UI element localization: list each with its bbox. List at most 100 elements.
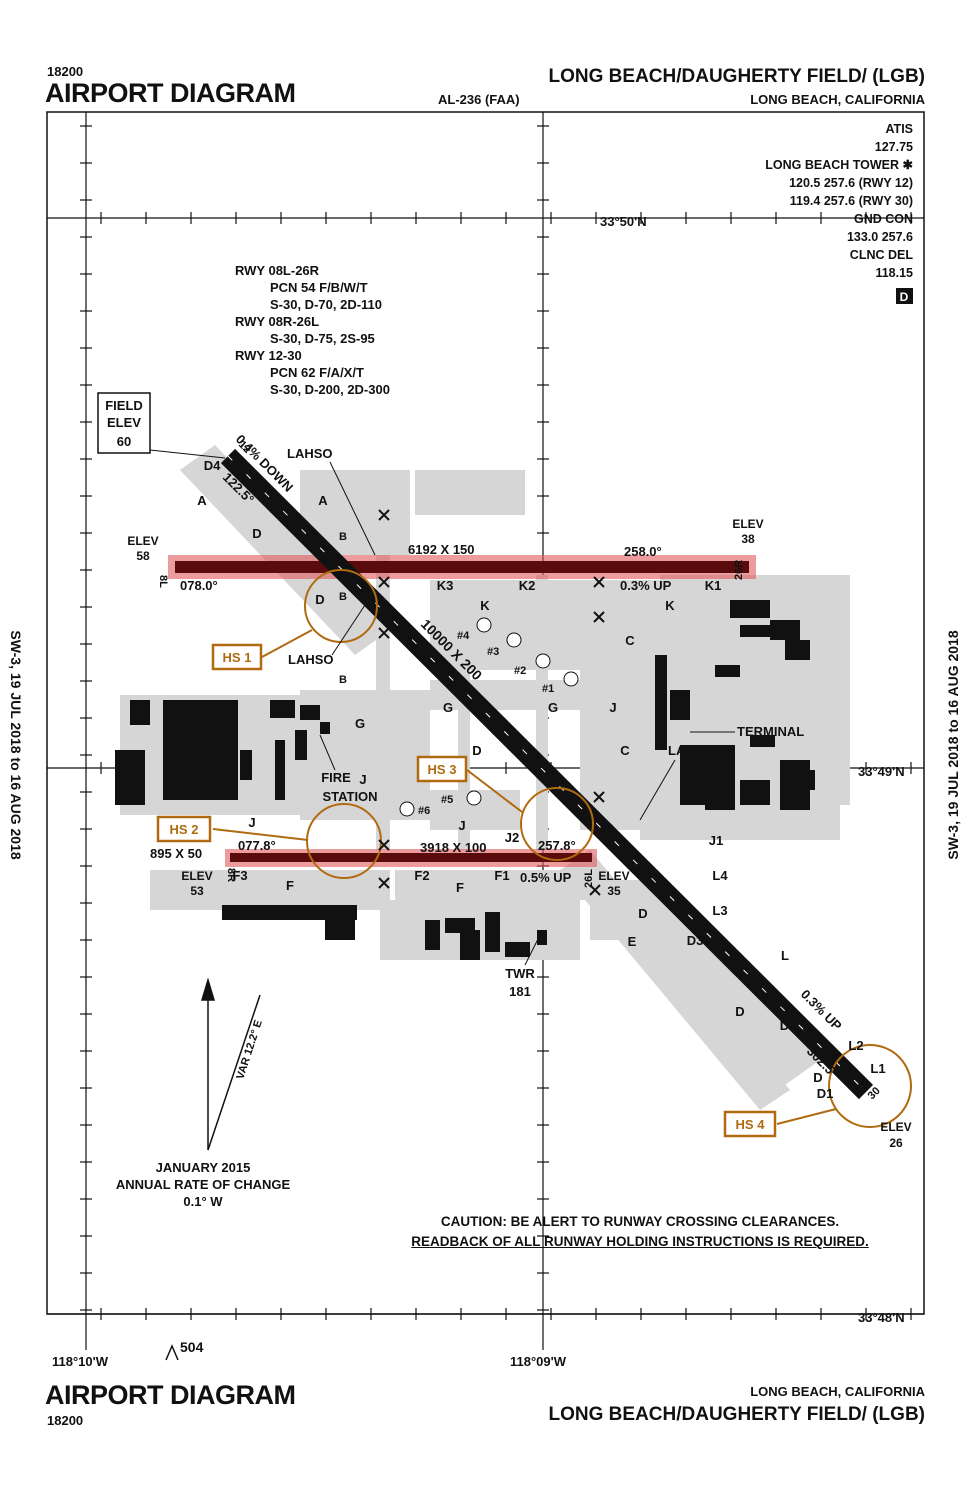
fire-station-2: STATION <box>322 789 377 804</box>
lon-left: 118°10'W <box>52 1354 109 1369</box>
svg-text:#4: #4 <box>457 630 470 642</box>
city-top: LONG BEACH, CALIFORNIA <box>750 92 925 107</box>
svg-text:D4: D4 <box>204 458 221 473</box>
runway-12-30[interactable] <box>220 448 874 1100</box>
svg-text:ANNUAL RATE OF CHANGE: ANNUAL RATE OF CHANGE <box>116 1177 291 1192</box>
lahso-north: LAHSO <box>287 446 333 461</box>
helipads: #1 #2 #3 #4 #5 #6 <box>399 617 579 817</box>
svg-text:D2: D2 <box>780 1018 797 1033</box>
svg-text:L3: L3 <box>712 903 727 918</box>
svg-text:26: 26 <box>889 1136 903 1150</box>
svg-text:K: K <box>665 598 675 613</box>
svg-text:53: 53 <box>190 884 204 898</box>
svg-text:#2: #2 <box>514 665 526 677</box>
tower-height: 181 <box>509 984 531 999</box>
svg-text:K3: K3 <box>437 578 454 593</box>
rwy-26r-hdg-e: 258.0° <box>624 544 662 559</box>
lahso-hs1: LAHSO <box>288 652 334 667</box>
svg-text:K1: K1 <box>705 578 722 593</box>
svg-text:F1: F1 <box>494 868 509 883</box>
magnetic-variation[interactable] <box>200 977 261 1151</box>
lat-mid: 33°49'N <box>858 764 905 779</box>
hot-spot-3-label[interactable]: HS 3 <box>428 762 457 777</box>
buildings <box>115 600 815 960</box>
freq-tower-30: 119.4 257.6 (RWY 30) <box>789 194 913 208</box>
svg-text:C: C <box>620 743 630 758</box>
rwy-info-line: S-30, D-200, 2D-300 <box>270 382 390 397</box>
airport-name-bottom: LONG BEACH/DAUGHERTY FIELD/ (LGB) <box>548 1404 925 1425</box>
taxiway-labels: A A B B B C C D D D D D D E F F G G G J … <box>197 458 885 1101</box>
svg-text:D: D <box>315 592 324 607</box>
svg-text:G: G <box>548 700 558 715</box>
fire-station-1: FIRE <box>321 770 351 785</box>
runway-08r-26l[interactable] <box>230 853 592 862</box>
hot-spot-4-label[interactable]: HS 4 <box>736 1117 766 1132</box>
rwy-8l-end: 8L <box>157 575 169 588</box>
svg-text:F2: F2 <box>414 868 429 883</box>
svg-text:#1: #1 <box>542 683 554 695</box>
rwy-info-line: S-30, D-70, 2D-110 <box>270 297 383 312</box>
freq-tower-12: 120.5 257.6 (RWY 12) <box>789 176 913 190</box>
svg-text:A: A <box>197 493 207 508</box>
svg-text:A: A <box>318 493 328 508</box>
obstacle: 504 <box>165 1339 204 1361</box>
svg-text:60: 60 <box>117 434 131 449</box>
svg-text:K2: K2 <box>519 578 536 593</box>
magvar-note: JANUARY 2015 ANNUAL RATE OF CHANGE 0.1° … <box>116 1160 291 1209</box>
svg-text:J1: J1 <box>709 833 723 848</box>
svg-text:ELEV: ELEV <box>181 869 212 883</box>
svg-text:D3: D3 <box>687 933 704 948</box>
svg-text:504: 504 <box>180 1339 204 1355</box>
rwy-26l-end: 26L <box>583 869 595 888</box>
freq-atis: 127.75 <box>874 140 913 154</box>
svg-text:0.1° W: 0.1° W <box>183 1194 223 1209</box>
rwy-08l-hdg-w: 078.0° <box>180 578 218 593</box>
svg-text:J: J <box>458 818 465 833</box>
svg-text:L4: L4 <box>712 868 728 883</box>
svg-text:#6: #6 <box>418 805 430 817</box>
rwy-info-line: RWY 08R-26L <box>235 314 320 329</box>
freq-badge <box>896 288 913 304</box>
svg-text:J: J <box>609 700 616 715</box>
svg-text:B: B <box>339 591 347 603</box>
svg-text:F3: F3 <box>232 868 247 883</box>
svg-text:J: J <box>248 815 255 830</box>
rwy-08r-grade: 0.5% UP <box>520 870 572 885</box>
rwy-08l-dims: 6192 X 150 <box>408 542 475 557</box>
lon-mid: 118°09'W <box>510 1354 567 1369</box>
svg-text:B: B <box>339 674 347 686</box>
rwy-08r-dims: 3918 X 100 <box>420 840 487 855</box>
svg-text:FIELD: FIELD <box>105 398 143 413</box>
svg-text:G: G <box>443 700 453 715</box>
svg-text:#3: #3 <box>487 646 499 658</box>
runway-08l-26r[interactable] <box>175 561 749 573</box>
freq-badge-text: D <box>900 290 909 304</box>
terminal-label: TERMINAL <box>737 724 804 739</box>
svg-text:D: D <box>252 526 261 541</box>
svg-text:35: 35 <box>607 884 621 898</box>
svg-text:ELEV: ELEV <box>732 517 763 531</box>
short-rwy-dims: 895 X 50 <box>150 846 202 861</box>
svg-text:L: L <box>781 948 789 963</box>
hot-spot-2-label[interactable]: HS 2 <box>170 822 199 837</box>
svg-text:58: 58 <box>136 549 150 563</box>
svg-text:ELEV: ELEV <box>127 534 158 548</box>
rwy-08l-grade: 0.3% UP <box>620 578 672 593</box>
freq-clnc-label: CLNC DEL <box>849 248 913 262</box>
volume-number-top: 18200 <box>47 64 84 79</box>
svg-text:J: J <box>359 772 366 787</box>
airport-name-top: LONG BEACH/DAUGHERTY FIELD/ (LGB) <box>548 66 925 87</box>
field-elev-leader <box>149 449 226 459</box>
rwy-info-line: S-30, D-75, 2S-95 <box>270 331 375 346</box>
chart-title-top: AIRPORT DIAGRAM <box>45 78 296 108</box>
rwy-info-line: RWY 08L-26R <box>235 263 320 278</box>
procedure-id: AL-236 (FAA) <box>438 92 520 107</box>
hot-spot-labels: HS 1 HS 2 HS 3 HS 4 <box>156 643 777 1138</box>
caution-line-2: READBACK OF ALL RUNWAY HOLDING INSTRUCTI… <box>411 1234 869 1249</box>
freq-tower-label: LONG BEACH TOWER ✱ <box>765 158 913 172</box>
svg-text:G: G <box>355 716 365 731</box>
rwy-8r-end: 8R <box>225 868 237 882</box>
hot-spot-1-label[interactable]: HS 1 <box>223 650 252 665</box>
